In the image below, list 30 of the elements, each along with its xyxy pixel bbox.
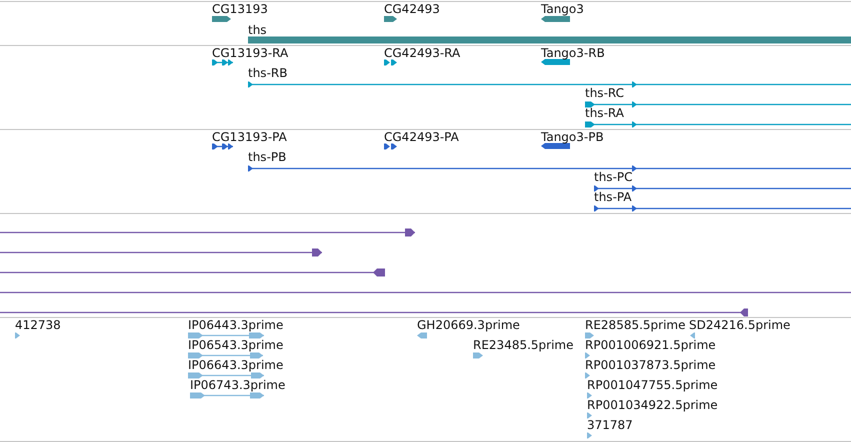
feature-label: RE28585.5prime — [585, 318, 686, 332]
feature-label: CG42493-PA — [384, 130, 459, 144]
feature-label: ths-RC — [585, 86, 624, 100]
feature-label: IP06443.3prime — [188, 318, 284, 332]
feature-label: CG13193 — [212, 2, 268, 16]
feature-label: GH20669.3prime — [417, 318, 520, 332]
feature-label: RP001006921.5prime — [585, 338, 716, 352]
feature-label: SD24216.5prime — [689, 318, 790, 332]
feature-label: CG13193-PA — [212, 130, 287, 144]
feature-label: ths-PB — [248, 150, 286, 164]
feature-label: RP001034922.5prime — [587, 398, 718, 412]
feature-label: RP001047755.5prime — [587, 378, 718, 392]
feature-label: ths-RA — [585, 106, 624, 120]
feature-label: IP06743.3prime — [190, 378, 286, 392]
feature-label: CG42493 — [384, 2, 440, 16]
feature-label: Tango3-PB — [541, 130, 604, 144]
feature-label: RE23485.5prime — [473, 338, 574, 352]
feature-label: 412738 — [15, 318, 61, 332]
feature-label: ths-PC — [594, 170, 633, 184]
feature-label: CG42493-RA — [384, 46, 460, 60]
feature-label: 371787 — [587, 418, 633, 432]
feature-label: ths-RB — [248, 66, 288, 80]
feature-label: Tango3-RB — [541, 46, 605, 60]
feature-label: Tango3 — [541, 2, 584, 16]
feature-label: ths-PA — [594, 190, 632, 204]
feature-label: IP06543.3prime — [188, 338, 284, 352]
feature-label: ths — [248, 23, 267, 37]
feature-label: IP06643.3prime — [188, 358, 284, 372]
feature-label: CG13193-RA — [212, 46, 288, 60]
feature-label: RP001037873.5prime — [585, 358, 716, 372]
